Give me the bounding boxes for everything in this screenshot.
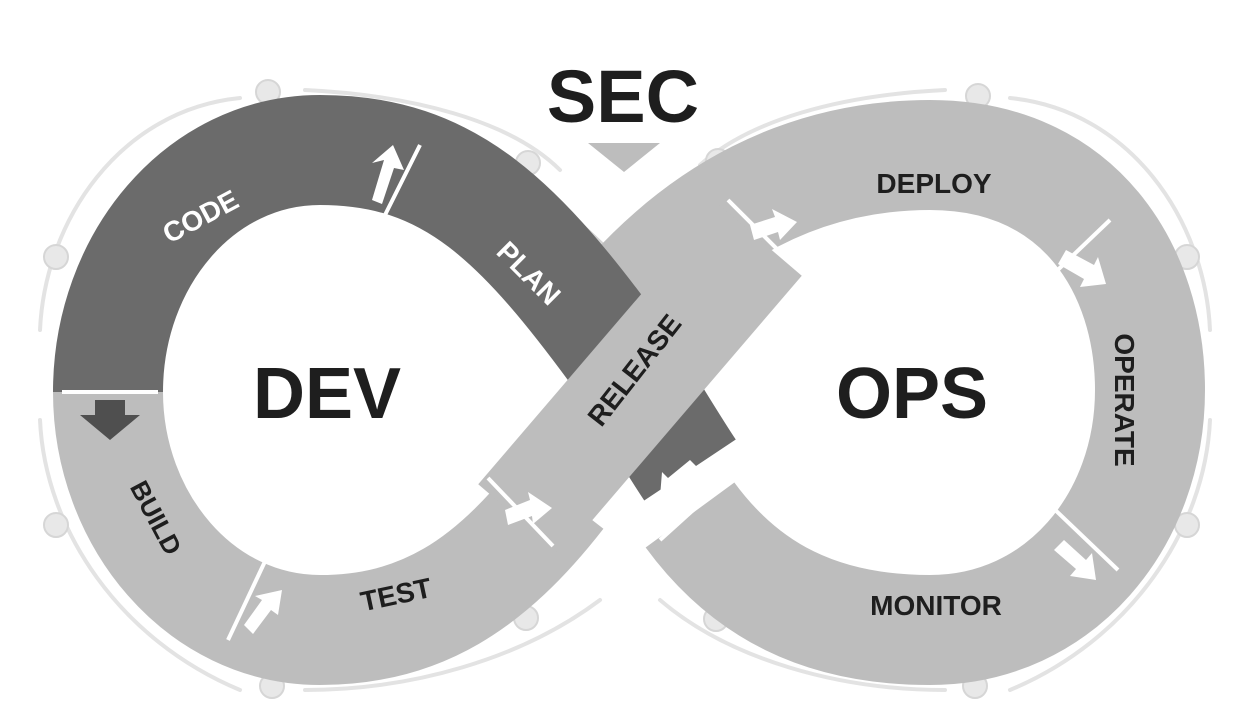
arrow-icon [80,400,140,440]
infinity-band [53,94,1206,686]
hub-label-dev: DEV [253,354,401,434]
arrow-icon [1054,540,1096,580]
release-band [478,204,802,556]
dev-lower-band [53,390,604,686]
dev-upper-band [53,94,670,398]
arrow-icon [505,492,552,525]
stage-label-deploy: DEPLOY [876,168,991,199]
ring-marker [43,512,69,538]
diagram-title: SEC [547,55,699,138]
stage-label-monitor: MONITOR [870,590,1002,621]
arrow-icon [750,209,797,240]
outer-ring [38,88,1212,692]
flow-arrows [80,145,1106,634]
hub-label-ops: OPS [836,354,988,434]
stage-label-operate: OPERATE [1109,333,1140,466]
ops-loop-band [583,99,1206,686]
arrow-icon [244,590,282,634]
arrow-icon [372,145,404,204]
ring-marker [43,244,69,270]
arrow-icon [1058,250,1106,287]
sec-pointer-icon [588,143,660,172]
arrow-icon [660,460,700,497]
